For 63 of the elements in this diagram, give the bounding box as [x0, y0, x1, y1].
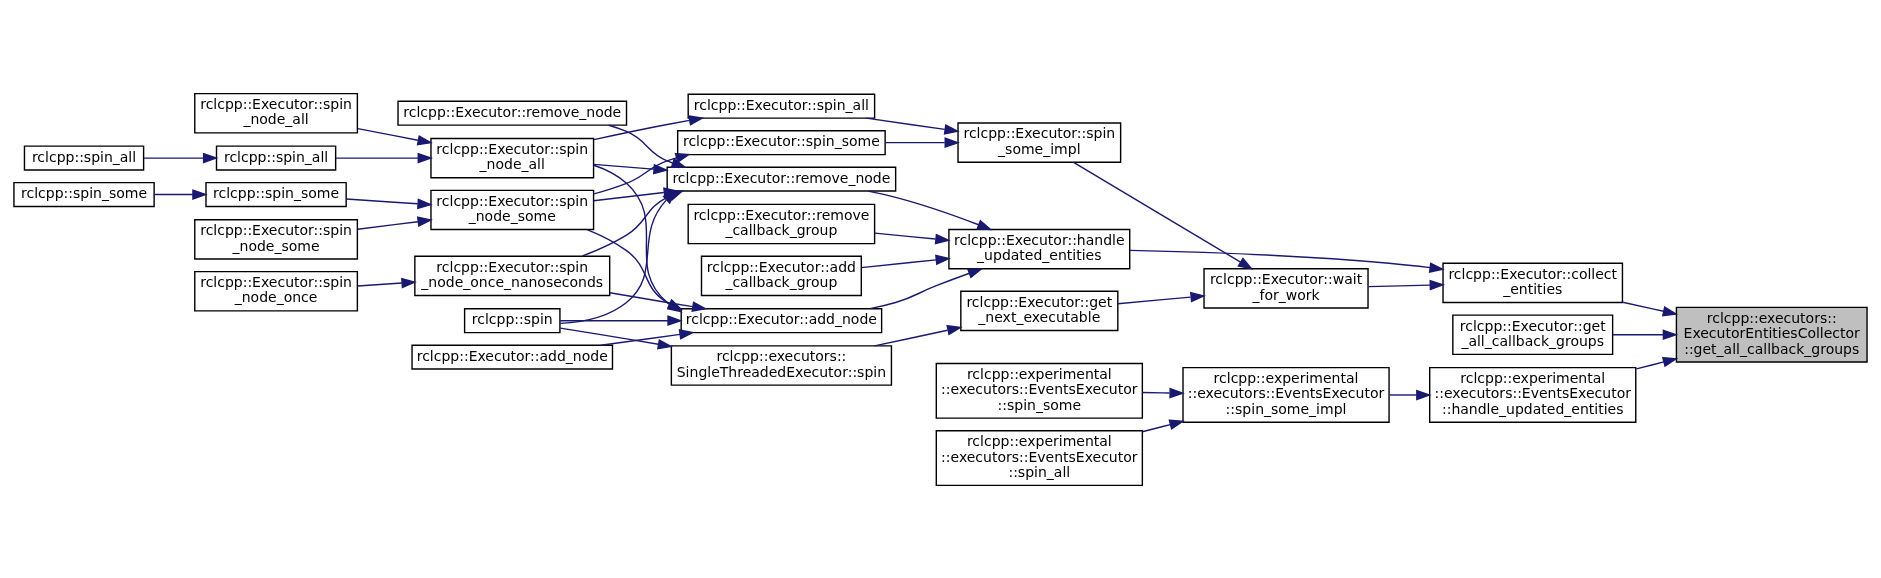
node-box: rclcpp::Executor::spin _some_impl [957, 121, 1122, 163]
node-box: rclcpp::Executor::get _next_executable [960, 290, 1119, 331]
arrow [1072, 161, 1254, 270]
node-box: rclcpp::Executor::handle _updated_entities [948, 228, 1131, 269]
node-box: rclcpp::Executor::spin_all [687, 93, 876, 119]
node-box: rclcpp::Executor::spin _node_once [194, 270, 359, 312]
node-box: rclcpp::Executor::remove _callback_group [687, 203, 876, 244]
node-box: rclcpp::Executor::add_node [411, 344, 614, 370]
arrow [600, 328, 695, 346]
arrow [1141, 387, 1185, 398]
arrow [867, 189, 993, 230]
node-box: rclcpp::spin_some [13, 181, 155, 207]
arrow [1129, 249, 1445, 273]
arrow [1635, 356, 1679, 370]
node-box: rclcpp::executors:: SingleThreadedExecutor::spin [670, 344, 893, 386]
node-box: rclcpp::experimental ::executors::EventsExecutor ::handle_updated_entities [1429, 366, 1637, 423]
arrow [357, 127, 433, 145]
arrow [1612, 328, 1679, 340]
node-box: rclcpp::Executor::spin _node_some [194, 218, 359, 260]
node-box: rclcpp::Executor::remove_node [397, 100, 628, 126]
arrow [559, 314, 683, 326]
node-box: rclcpp::Executor::wait _for_work [1203, 267, 1369, 309]
arrow [1622, 301, 1679, 316]
node-box: rclcpp::Executor::spin_some [676, 129, 886, 155]
node-box: rclcpp::spin_all [23, 144, 145, 171]
node-box: rclcpp::Executor::collect _entities [1442, 262, 1624, 303]
arrow [869, 267, 984, 309]
arrow [874, 231, 951, 244]
node-box: rclcpp::Executor::spin _node_once_nanoseconds [414, 255, 611, 296]
arrow [357, 277, 417, 288]
arrow [860, 254, 951, 268]
node-box: rclcpp::spin [463, 307, 561, 333]
arrow [1141, 418, 1185, 432]
node-box: rclcpp::Executor::spin _node_all [194, 92, 359, 134]
arrow [143, 152, 219, 163]
node-box: rclcpp::Executor::add_node [680, 307, 883, 333]
arrow [357, 215, 433, 230]
node-box: rclcpp::experimental ::executors::EventsExecutor ::spin_some [935, 362, 1144, 419]
arrow [153, 188, 208, 200]
arrow [592, 163, 669, 174]
arrow [593, 114, 705, 140]
arrow [873, 324, 963, 347]
node-box: rclcpp::Executor::add _callback_group [700, 255, 862, 296]
arrow [335, 152, 433, 163]
arrow [559, 189, 678, 324]
node-box: rclcpp::spin_all [215, 144, 337, 171]
arrow [1388, 389, 1432, 400]
arrow [1117, 291, 1206, 304]
arrow [884, 136, 960, 148]
node-box: rclcpp::Executor::get _all_callback_groups [1452, 313, 1614, 355]
arrow [608, 124, 687, 168]
node-box: rclcpp::Executor::spin _node_some [430, 189, 595, 230]
node-box: rclcpp::executors:: ExecutorEntitiesCollector ::get_all_callback_groups [1675, 306, 1868, 363]
node-box: rclcpp::Executor::spin _node_all [430, 137, 595, 178]
arrow [1367, 279, 1446, 291]
arrow [865, 116, 960, 135]
arrow [559, 326, 674, 350]
node-box: rclcpp::experimental ::executors::EventsExecutor ::spin_all [935, 429, 1144, 486]
arrow [593, 152, 691, 195]
node-box: rclcpp::experimental ::executors::EventsExecutor ::spin_some_impl [1182, 366, 1390, 423]
node-box: rclcpp::spin_some [205, 181, 347, 207]
node-box: rclcpp::Executor::remove_node [666, 166, 897, 192]
arrow [345, 197, 433, 209]
